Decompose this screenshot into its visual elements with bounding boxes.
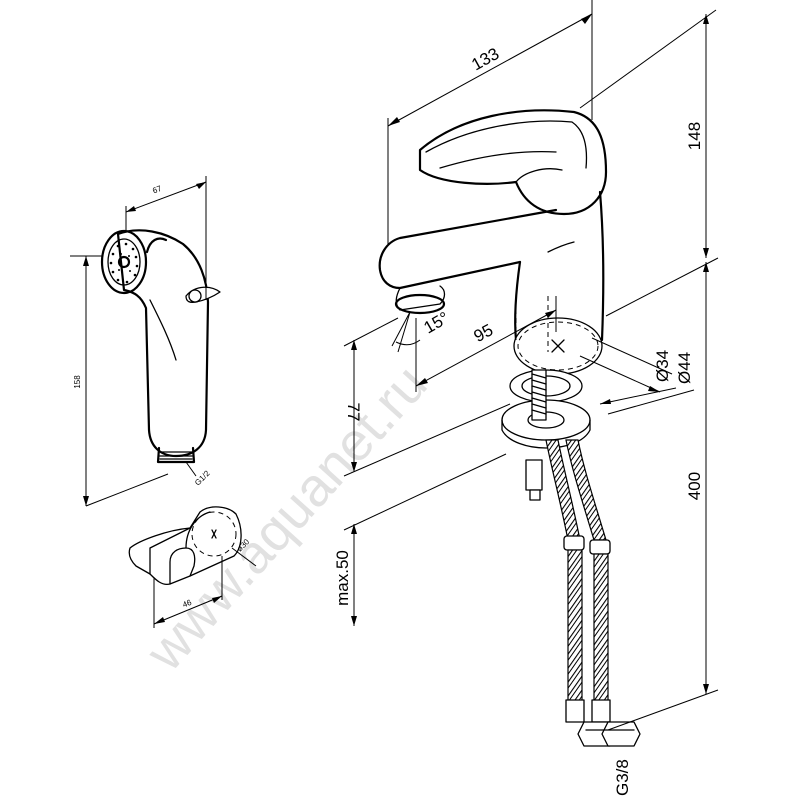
hand-shower: 67 158 G1/2 <box>70 176 221 507</box>
nozzle-dots <box>109 242 139 284</box>
mixer-body <box>378 109 608 501</box>
flexible-hoses <box>545 439 641 747</box>
label-67: 67 <box>151 184 163 196</box>
label-400: 400 <box>685 472 704 500</box>
watermark: www.aquanet.ru <box>134 354 438 683</box>
label-max50: max.50 <box>333 550 352 606</box>
label-148: 148 <box>685 122 704 150</box>
label-46: 46 <box>181 598 193 610</box>
label-77: 77 <box>344 403 363 422</box>
label-g1-2: G1/2 <box>193 468 212 487</box>
label-133: 133 <box>468 44 502 74</box>
label-g3-8: G3/8 <box>613 759 632 796</box>
mixer-dimensions: 133 148 400 15° 95 77 <box>333 0 719 796</box>
label-95: 95 <box>471 320 497 346</box>
label-158: 158 <box>73 375 82 389</box>
label-d34: Ø34 <box>653 350 672 382</box>
label-d44: Ø44 <box>675 352 694 384</box>
wall-holder: 46 ø30 <box>128 506 257 628</box>
